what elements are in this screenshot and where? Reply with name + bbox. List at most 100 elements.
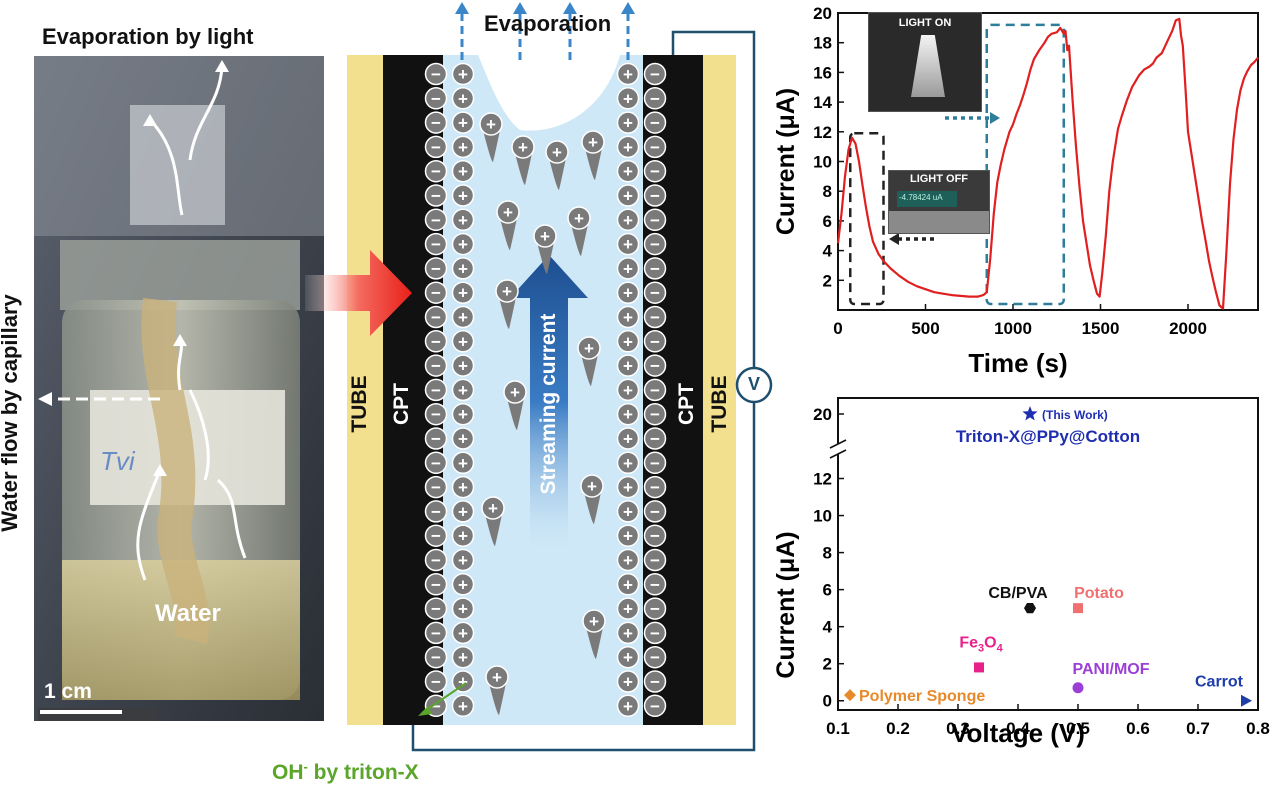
negative-charge xyxy=(643,378,667,402)
plus-sign: + xyxy=(540,227,550,246)
positive-charge xyxy=(451,378,475,402)
y-tick-label: 4 xyxy=(823,242,833,261)
mobile-positive-ion xyxy=(511,135,535,159)
minus-sign: − xyxy=(431,114,441,133)
x-tick-label: 500 xyxy=(911,319,939,338)
positive-charge xyxy=(616,87,640,110)
x-tick-label: 0.4 xyxy=(1006,719,1030,738)
minus-sign: − xyxy=(431,527,441,546)
positive-charge xyxy=(616,330,640,353)
light-arrow xyxy=(305,250,412,336)
y-tick-label: 6 xyxy=(823,581,832,600)
negative-charge xyxy=(643,451,667,475)
cb-pva-marker xyxy=(1024,603,1036,614)
minus-sign: − xyxy=(431,624,441,643)
photo-title: Evaporation by light xyxy=(42,24,254,49)
plus-sign: + xyxy=(623,308,633,327)
minus-sign: − xyxy=(431,211,441,230)
ion-tail xyxy=(571,224,588,256)
minus-sign: − xyxy=(431,235,441,254)
x-tick-label: 1500 xyxy=(1082,319,1120,338)
positive-charge xyxy=(616,305,640,329)
minus-sign: − xyxy=(650,405,660,424)
plus-sign: + xyxy=(623,405,633,424)
negative-charge xyxy=(424,159,448,183)
positive-charge xyxy=(451,451,475,475)
meter-body xyxy=(889,211,989,233)
mobile-positive-ion xyxy=(581,130,605,154)
positive-charge xyxy=(451,670,475,693)
tube-right-label: TUBE xyxy=(708,375,731,433)
plus-sign: + xyxy=(458,65,468,84)
plus-sign: + xyxy=(458,478,468,497)
mobile-positive-ion xyxy=(485,665,509,689)
ion-tail xyxy=(549,158,566,190)
plus-sign: + xyxy=(458,381,468,400)
mobile-positive-ion xyxy=(533,224,557,248)
plus-sign: + xyxy=(623,478,633,497)
light-off-inset: LIGHT OFF -4.78424 uA xyxy=(888,170,990,234)
voltmeter xyxy=(735,366,773,404)
minus-sign: − xyxy=(650,332,660,351)
negative-charge xyxy=(643,427,667,450)
plus-sign: + xyxy=(623,357,633,376)
minus-sign: − xyxy=(431,259,441,278)
water-label: Water xyxy=(155,600,221,627)
positive-charge xyxy=(451,548,475,572)
minus-sign: − xyxy=(650,308,660,327)
plus-sign: + xyxy=(458,211,468,230)
y-tick-label: 0 xyxy=(823,692,832,711)
plus-sign: + xyxy=(623,332,633,351)
plus-sign: + xyxy=(458,697,468,716)
minus-sign: − xyxy=(650,65,660,84)
positive-charge xyxy=(451,281,475,304)
mobile-positive-ion xyxy=(479,112,503,136)
potato-marker xyxy=(1073,603,1083,614)
minus-sign: − xyxy=(650,478,660,497)
negative-charge xyxy=(643,524,667,547)
plus-sign: + xyxy=(458,575,468,594)
positive-charge xyxy=(616,281,640,304)
minus-sign: − xyxy=(431,405,441,424)
mobile-positive-ion xyxy=(495,279,519,303)
negative-charge xyxy=(424,548,448,572)
positive-charge xyxy=(616,184,640,207)
x-tick-label: 1000 xyxy=(994,319,1032,338)
plus-sign: + xyxy=(623,575,633,594)
plot-frame xyxy=(837,397,1259,711)
light-on-beam xyxy=(911,35,945,97)
cpt-right-label: CPT xyxy=(675,383,698,425)
fe3o4-marker xyxy=(974,662,984,673)
minus-sign: − xyxy=(650,89,660,108)
fe3o4-label: Fe3O4 xyxy=(959,634,1003,654)
ion-tail xyxy=(507,398,524,430)
negative-charge xyxy=(643,62,667,86)
plus-sign: + xyxy=(458,308,468,327)
minus-sign: − xyxy=(650,381,660,400)
negative-charge xyxy=(643,87,667,110)
plus-sign: + xyxy=(458,502,468,521)
positive-charge xyxy=(616,670,640,693)
plus-sign: + xyxy=(584,339,594,358)
positive-charge xyxy=(616,159,640,183)
minus-sign: − xyxy=(650,673,660,692)
negative-charge xyxy=(424,524,448,547)
negative-charge xyxy=(424,111,448,134)
plus-sign: + xyxy=(623,502,633,521)
plus-sign: + xyxy=(623,454,633,473)
minus-sign: − xyxy=(650,357,660,376)
voltmeter-label: V xyxy=(747,374,760,394)
positive-charge xyxy=(451,159,475,183)
minus-sign: − xyxy=(431,187,441,206)
positive-charge xyxy=(451,62,475,86)
positive-charge xyxy=(616,111,640,134)
plus-sign: + xyxy=(492,668,502,687)
tube-left xyxy=(347,55,383,725)
triton-label: Triton-X@PPy@Cotton xyxy=(956,427,1140,446)
negative-charge xyxy=(424,500,448,523)
pani-label: PANI/MOF xyxy=(1072,661,1149,678)
polymer-sponge-label: Polymer Sponge xyxy=(859,688,985,705)
y-tick-label: 8 xyxy=(823,182,832,201)
